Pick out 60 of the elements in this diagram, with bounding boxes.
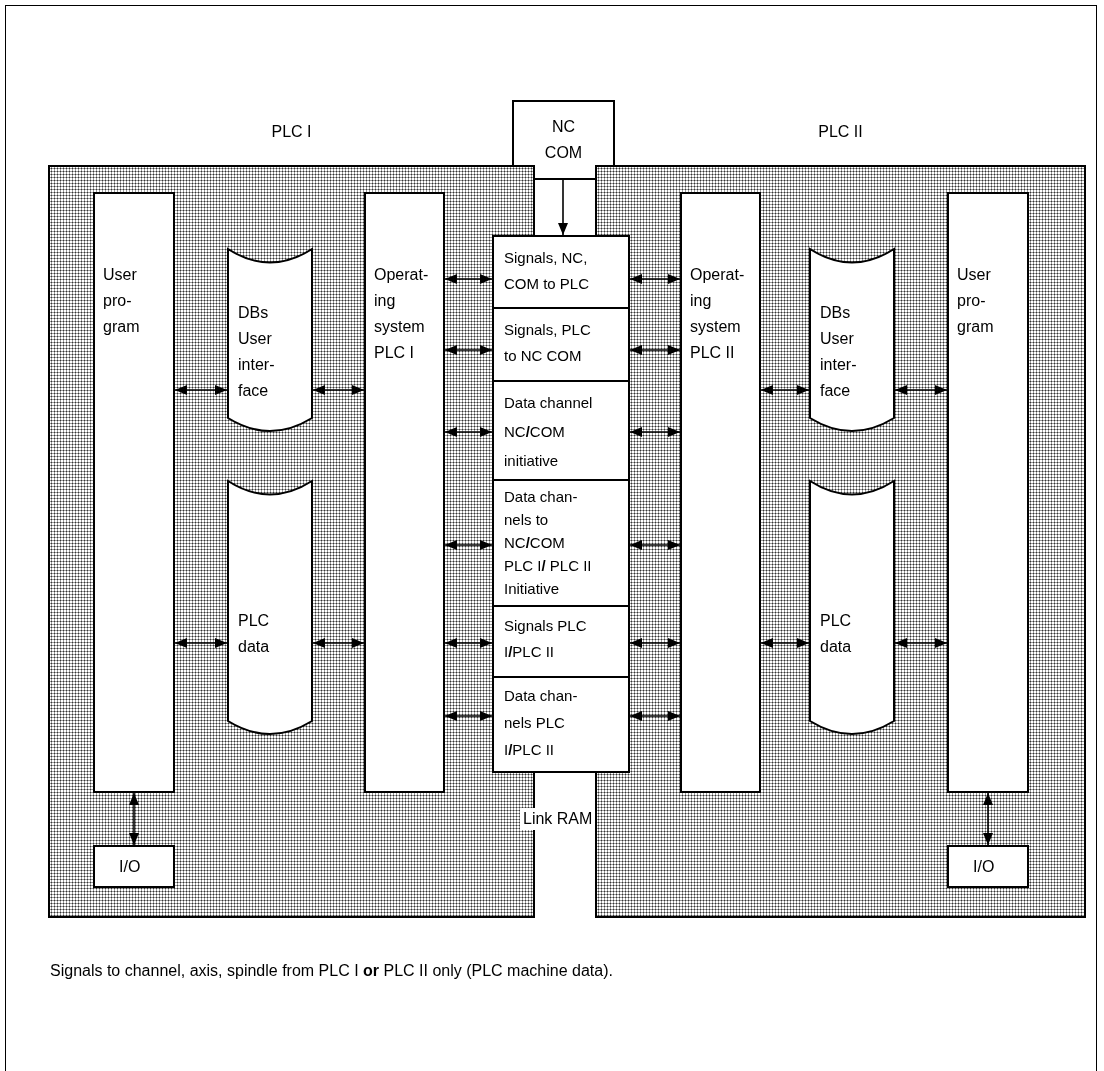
arrow <box>983 792 993 846</box>
arrow <box>894 638 948 648</box>
arrow <box>629 711 681 721</box>
box-label: Signals PLC I/PLC II <box>504 616 588 662</box>
database-cylinder <box>809 248 895 432</box>
box-label: User pro- gram <box>957 265 995 337</box>
arrow <box>629 540 681 550</box>
arrow <box>760 385 810 395</box>
module-column <box>93 192 175 793</box>
module-column <box>680 192 761 793</box>
box-label: Operat- ing system PLC I <box>374 265 429 363</box>
process-box <box>512 100 615 180</box>
arrow <box>312 385 365 395</box>
arrow <box>444 711 493 721</box>
arrow <box>629 274 681 284</box>
box-label: Signals, NC, COM to PLC <box>504 248 591 294</box>
arrow <box>174 385 228 395</box>
arrow <box>558 179 568 236</box>
process-box <box>947 845 1029 888</box>
process-box <box>93 845 175 888</box>
arrow <box>894 385 948 395</box>
arrow <box>444 638 493 648</box>
box-label: Data channel NC/COM initiative <box>504 393 594 471</box>
memory-section-box <box>492 479 630 607</box>
panel-heading: PLC I <box>271 123 312 141</box>
box-label: Data chan- nels PLC I/PLC II <box>504 686 579 760</box>
arrow <box>444 427 493 437</box>
arrow <box>444 540 493 550</box>
memory-section-box <box>492 307 630 382</box>
arrow <box>760 638 810 648</box>
memory-section-box <box>492 235 630 309</box>
panel-heading: PLC II <box>818 123 863 141</box>
box-label: Signals, PLC to NC COM <box>504 320 592 366</box>
module-column <box>364 192 445 793</box>
box-label: DBs User inter- face <box>820 303 858 401</box>
arrow <box>129 792 139 846</box>
memory-section-box <box>492 676 630 773</box>
memory-section-box <box>492 605 630 678</box>
box-label: PLC data <box>238 611 271 657</box>
box-label: PLC data <box>820 611 853 657</box>
box-label: I/O <box>973 857 996 877</box>
box-label: I/O <box>119 857 142 877</box>
caption: Signals to channel, axis, spindle from PLC I or PLC II only (PLC machine data). <box>50 961 614 981</box>
box-label: Data chan- nels to NC/COM PLC I/ PLC II Initiative <box>504 487 593 599</box>
arrow <box>444 345 493 355</box>
arrow <box>629 427 681 437</box>
box-label: User pro- gram <box>103 265 141 337</box>
arrow <box>174 638 228 648</box>
arrow <box>629 638 681 648</box>
database-cylinder <box>227 248 313 432</box>
box-label: DBs User inter- face <box>238 303 276 401</box>
arrow <box>629 345 681 355</box>
database-cylinder <box>227 480 313 735</box>
arrow <box>312 638 365 648</box>
memory-section-box <box>492 380 630 481</box>
arrow <box>444 274 493 284</box>
box-label: Operat- ing system PLC II <box>690 265 745 363</box>
module-column <box>947 192 1029 793</box>
database-cylinder <box>809 480 895 735</box>
box-label: NC COM <box>543 117 584 163</box>
